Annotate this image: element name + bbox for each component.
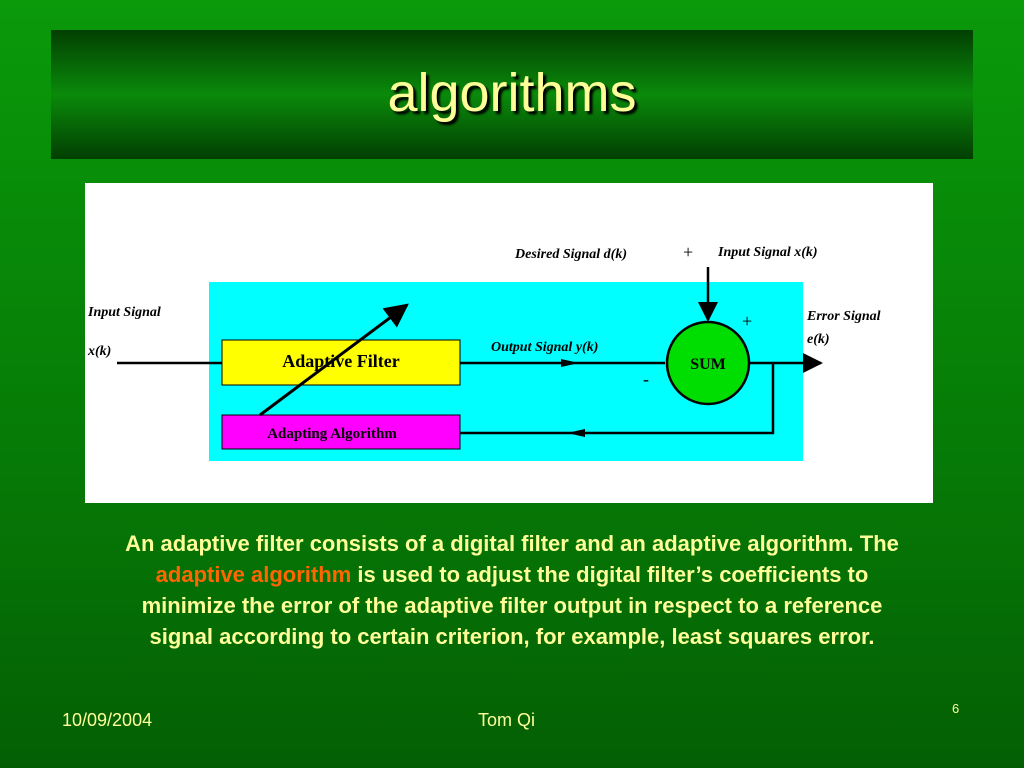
adapting-algorithm-box bbox=[221, 414, 461, 450]
sum-minus-sign: - bbox=[643, 369, 649, 389]
slide-title: algorithms bbox=[387, 63, 637, 123]
error-signal-label: Error Signal bbox=[806, 309, 881, 324]
top-plus-sign: + bbox=[683, 242, 693, 262]
input-signal-label: Input Signal bbox=[87, 305, 161, 320]
feedback-line bbox=[460, 363, 775, 435]
description-highlight: adaptive algorithm bbox=[155, 562, 352, 587]
output-arrow bbox=[561, 359, 579, 367]
description-part-1: An adaptive filter consists of a digital… bbox=[125, 531, 899, 556]
sum-label: SUM bbox=[690, 356, 726, 373]
adaptive-filter-box bbox=[221, 339, 461, 386]
adaptive-filter-diagram: Input Signal x(k) Adaptive Filter Output… bbox=[85, 183, 933, 503]
error-signal-var: e(k) bbox=[807, 332, 830, 347]
title-bar bbox=[51, 30, 973, 159]
desired-signal-label: Desired Signal d(k) bbox=[514, 247, 627, 262]
input-signal-var: x(k) bbox=[87, 344, 111, 359]
adaptation-arrow bbox=[259, 303, 409, 417]
feedback-arrow bbox=[567, 429, 585, 437]
footer-date: 10/09/2004 bbox=[62, 710, 153, 730]
footer-author: Tom Qi bbox=[478, 710, 536, 730]
page-number: 6 bbox=[952, 701, 960, 716]
output-signal-label: Output Signal y(k) bbox=[491, 340, 598, 355]
sum-plus-sign: + bbox=[742, 311, 752, 331]
diagram-canvas: Input Signal x(k) Adaptive Filter Output… bbox=[87, 242, 881, 461]
adaptive-filter-label: Adaptive Filter bbox=[282, 351, 399, 371]
description-part-2: is used to adjust the digital filter’s c… bbox=[141, 562, 883, 649]
top-input-signal-label: Input Signal x(k) bbox=[717, 245, 818, 260]
adapting-algorithm-label: Adapting Algorithm bbox=[267, 426, 397, 442]
description-paragraph: An adaptive filter consists of a digital… bbox=[110, 528, 914, 652]
